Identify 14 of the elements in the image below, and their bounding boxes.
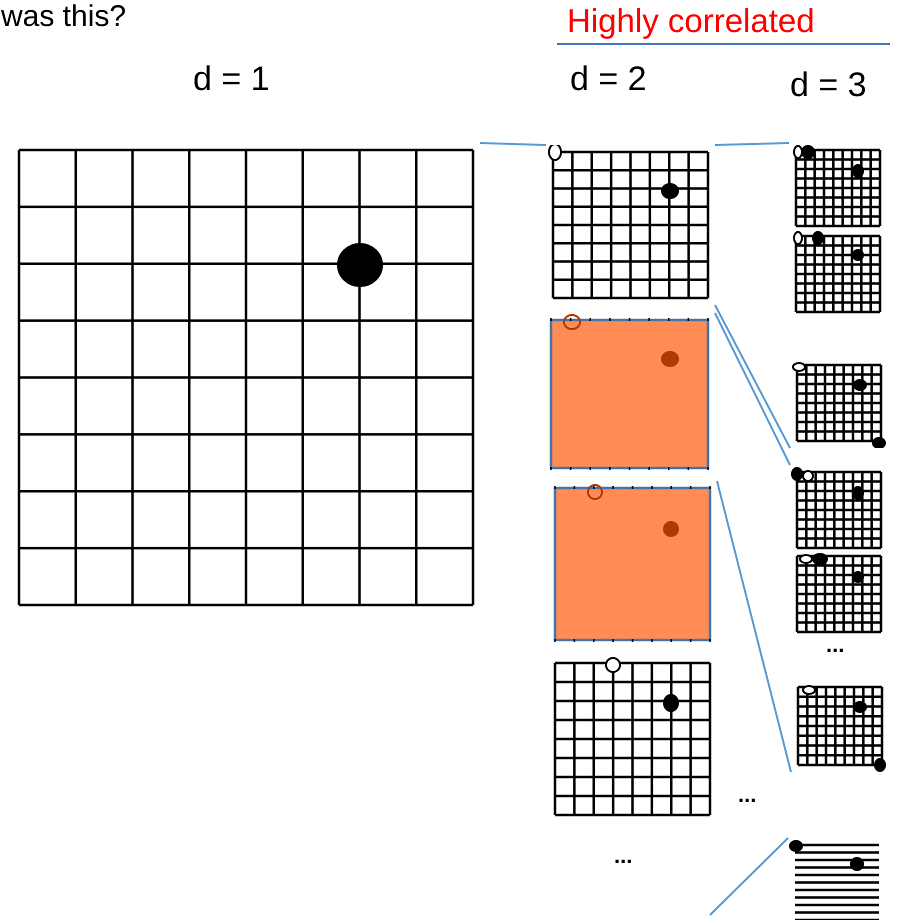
depth-label: d = 3 [790, 68, 867, 102]
connector-line [714, 142, 790, 146]
connector-line [714, 304, 791, 448]
ellipsis: ... [614, 845, 632, 867]
connector-line [709, 837, 789, 916]
depth-label: d = 1 [193, 62, 270, 96]
connector-line [716, 480, 792, 772]
note-text: Highly correlated [567, 4, 815, 37]
depth-label: d = 2 [570, 62, 647, 96]
connector-line [714, 312, 791, 466]
connector-line [480, 142, 546, 146]
question-text: was this? [1, 2, 126, 32]
ellipsis: ... [738, 784, 756, 806]
ellipsis: ... [826, 634, 844, 656]
